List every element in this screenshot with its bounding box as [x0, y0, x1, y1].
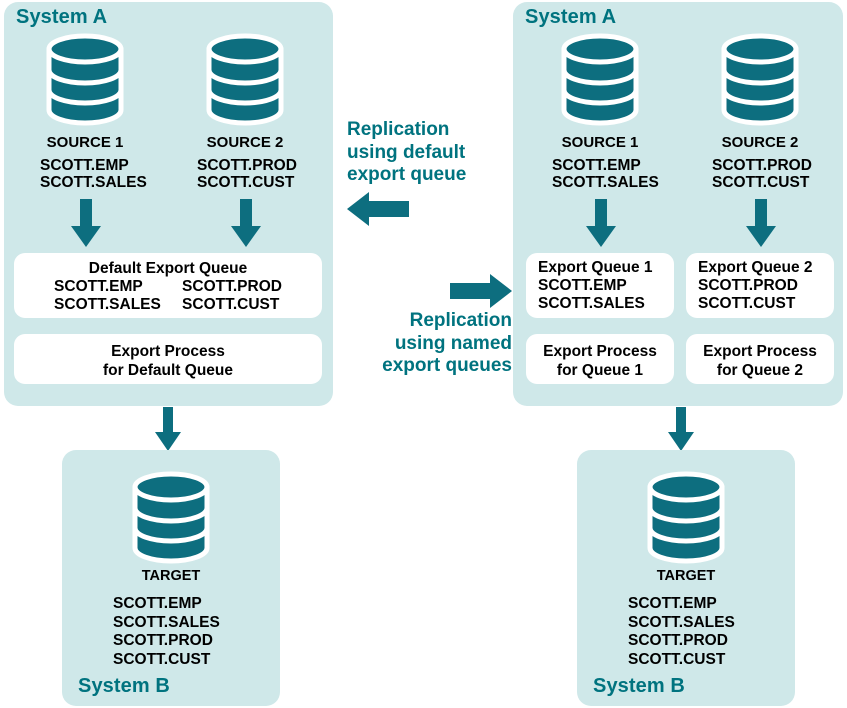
right-source-1-title: SOURCE 1: [561, 134, 639, 151]
table-name: SCOTT.PROD: [197, 157, 297, 174]
export-queue-1-tables: SCOTT.EMP SCOTT.SALES: [538, 277, 674, 313]
replication-named-label: Replication using named export queues: [342, 310, 512, 378]
table-name: SCOTT.EMP: [628, 595, 717, 612]
database-cylinder-icon: [130, 470, 212, 565]
table-name: SCOTT.PROD: [182, 278, 282, 295]
left-target-title: TARGET: [141, 568, 201, 584]
table-name: SCOTT.PROD: [113, 632, 213, 649]
export-queue-1-title: Export Queue 1: [538, 259, 653, 276]
export-process-1-line-1: Export Process: [543, 343, 657, 360]
left-target-tables: SCOTT.EMP SCOTT.SALES SCOTT.PROD SCOTT.C…: [113, 595, 220, 669]
label-line: export queues: [382, 355, 512, 376]
table-name: SCOTT.CUST: [197, 174, 295, 191]
table-name: SCOTT.EMP: [40, 157, 129, 174]
table-name: SCOTT.SALES: [40, 174, 147, 191]
arrow-down-icon: [152, 407, 184, 451]
queue-table-column: SCOTT.PROD SCOTT.CUST: [182, 278, 282, 314]
left-system-a-label: System A: [16, 6, 108, 28]
export-queue-2-title: Export Queue 2: [698, 259, 813, 276]
export-queue-1-box[interactable]: Export Queue 1 SCOTT.EMP SCOTT.SALES: [526, 253, 674, 318]
left-source-2-tables: SCOTT.PROD SCOTT.CUST: [197, 157, 297, 191]
table-name: SCOTT.SALES: [628, 613, 735, 631]
table-name: SCOTT.CUST: [712, 174, 810, 191]
table-name: SCOTT.PROD: [698, 277, 798, 294]
table-name: SCOTT.CUST: [182, 296, 280, 313]
export-process-1-box[interactable]: Export Process for Queue 1: [526, 334, 674, 384]
arrow-down-icon: [665, 407, 697, 451]
arrow-down-icon: [68, 199, 104, 247]
arrow-down-icon: [228, 199, 264, 247]
export-queue-2-tables: SCOTT.PROD SCOTT.CUST: [698, 277, 834, 313]
table-name: SCOTT.EMP: [552, 157, 641, 174]
left-source-2-title: SOURCE 2: [206, 134, 284, 151]
table-name: SCOTT.EMP: [54, 278, 143, 295]
database-cylinder-icon: [645, 470, 727, 565]
table-name: SCOTT.CUST: [113, 650, 211, 668]
right-source-1-tables: SCOTT.EMP SCOTT.SALES: [552, 157, 659, 191]
right-source-2-tables: SCOTT.PROD SCOTT.CUST: [712, 157, 812, 191]
export-process-line-2: for Default Queue: [102, 362, 234, 379]
left-system-b-label: System B: [78, 675, 170, 697]
table-name: SCOTT.SALES: [113, 613, 220, 631]
left-source-1-tables: SCOTT.EMP SCOTT.SALES: [40, 157, 147, 191]
right-target-tables: SCOTT.EMP SCOTT.SALES SCOTT.PROD SCOTT.C…: [628, 595, 735, 669]
label-line: export queue: [347, 164, 467, 185]
table-name: SCOTT.PROD: [712, 157, 812, 174]
table-name: SCOTT.SALES: [538, 295, 645, 312]
table-name: SCOTT.SALES: [54, 296, 161, 313]
database-cylinder-icon: [719, 32, 801, 127]
label-line: using default: [347, 141, 466, 163]
arrow-down-icon: [743, 199, 779, 247]
export-process-line-1: Export Process: [111, 343, 225, 360]
export-process-2-line-1: Export Process: [703, 343, 817, 360]
export-queue-2-box[interactable]: Export Queue 2 SCOTT.PROD SCOTT.CUST: [686, 253, 834, 318]
database-cylinder-icon: [559, 32, 641, 127]
label-line: Replication: [409, 310, 512, 331]
export-process-1-line-2: for Queue 1: [556, 362, 644, 379]
export-process-2-line-2: for Queue 2: [716, 362, 804, 379]
table-name: SCOTT.EMP: [113, 595, 202, 612]
table-name: SCOTT.EMP: [538, 277, 627, 294]
export-process-box[interactable]: Export Process for Default Queue: [14, 334, 322, 384]
export-process-2-box[interactable]: Export Process for Queue 2: [686, 334, 834, 384]
default-export-queue-title: Default Export Queue: [88, 260, 248, 277]
table-name: SCOTT.CUST: [698, 295, 796, 312]
arrow-right-icon: [450, 272, 512, 310]
arrow-down-icon: [583, 199, 619, 247]
left-source-1-title: SOURCE 1: [46, 134, 124, 151]
table-name: SCOTT.PROD: [628, 632, 728, 649]
table-name: SCOTT.CUST: [628, 650, 726, 668]
right-source-2-title: SOURCE 2: [721, 134, 799, 151]
right-system-a-label: System A: [525, 6, 617, 28]
database-cylinder-icon: [44, 32, 126, 127]
table-name: SCOTT.SALES: [552, 174, 659, 191]
arrow-left-icon: [347, 190, 409, 228]
default-export-queue-box[interactable]: Default Export Queue SCOTT.EMP SCOTT.SAL…: [14, 253, 322, 318]
label-line: using named: [394, 332, 512, 354]
database-cylinder-icon: [204, 32, 286, 127]
right-system-b-label: System B: [593, 675, 685, 697]
default-export-queue-tables: SCOTT.EMP SCOTT.SALES SCOTT.PROD SCOTT.C…: [14, 278, 322, 314]
right-target-title: TARGET: [656, 568, 716, 584]
replication-default-label: Replication using default export queue: [347, 119, 466, 187]
queue-table-column: SCOTT.EMP SCOTT.SALES: [54, 278, 182, 314]
label-line: Replication: [347, 119, 450, 140]
